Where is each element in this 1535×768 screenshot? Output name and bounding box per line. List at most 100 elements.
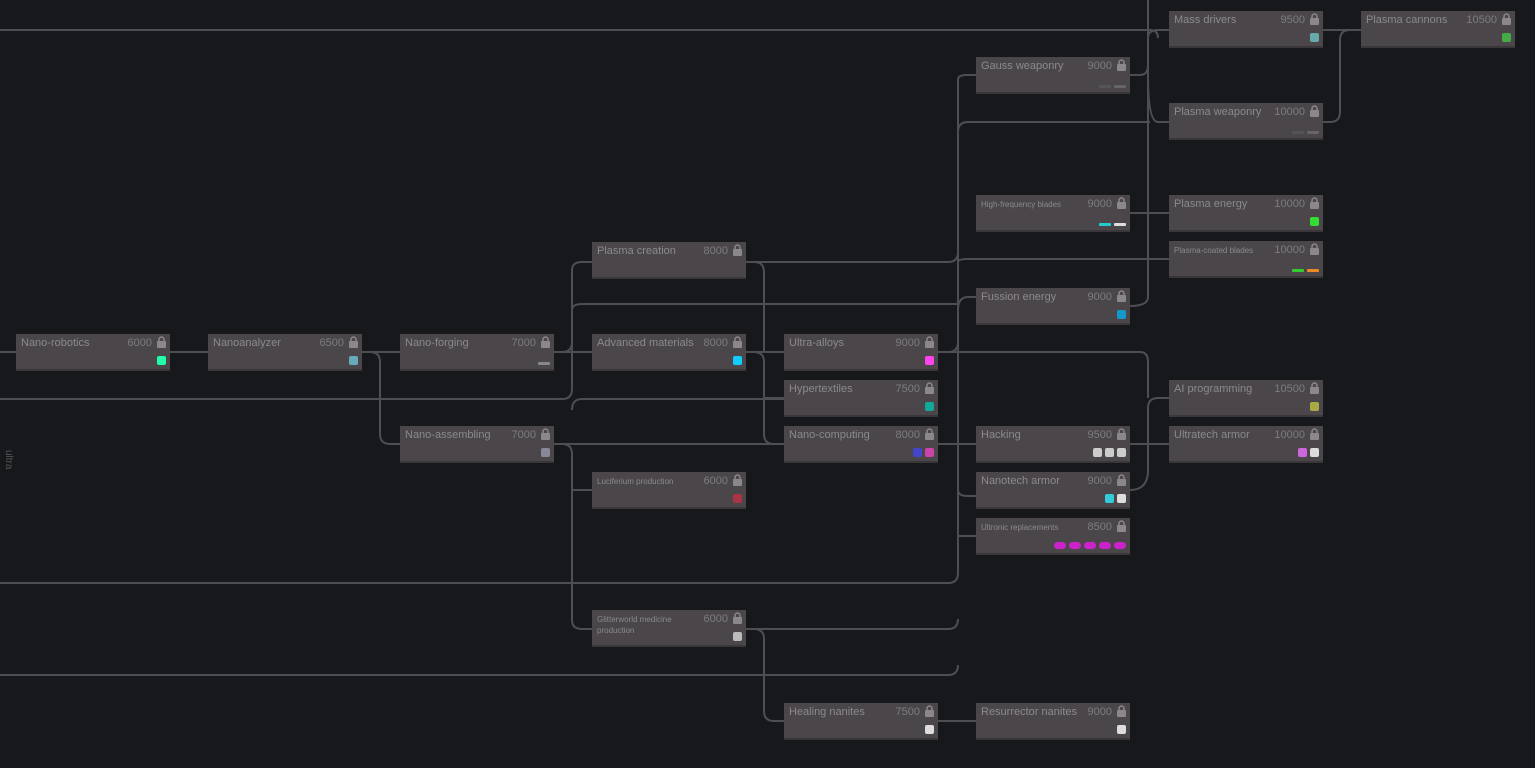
- unlock-icons: [538, 362, 550, 365]
- unlock-icons: [541, 448, 550, 457]
- research-node-luciferium-production[interactable]: Luciferium production 6000: [592, 472, 746, 509]
- unlock-item-icon: [1502, 33, 1511, 42]
- unlock-item-icon: [1105, 448, 1114, 457]
- node-label: High-frequency blades: [981, 200, 1062, 209]
- node-label: Advanced materials: [597, 337, 694, 349]
- lock-icon: [1117, 59, 1126, 71]
- node-label: Luciferium production: [597, 477, 674, 486]
- node-cost: 10000: [1274, 429, 1305, 441]
- lock-icon: [925, 705, 934, 717]
- node-label: Nano-robotics: [21, 337, 90, 349]
- unlock-item-icon: [1099, 85, 1111, 88]
- lock-icon: [925, 336, 934, 348]
- research-node-ai-programming[interactable]: AI programming 10500: [1169, 380, 1323, 417]
- node-label: Resurrector nanites: [981, 706, 1077, 718]
- research-node-high-frequency-blades[interactable]: High-frequency blades 9000: [976, 195, 1130, 232]
- lock-icon: [1117, 474, 1126, 486]
- node-label: Ultratech armor: [1174, 429, 1250, 441]
- lock-icon: [1310, 428, 1319, 440]
- lock-icon: [1117, 290, 1126, 302]
- unlock-icons: [1054, 542, 1126, 549]
- node-cost: 7000: [511, 429, 536, 441]
- unlock-icons: [1292, 131, 1319, 134]
- research-node-mass-drivers[interactable]: Mass drivers 9500: [1169, 11, 1323, 48]
- node-cost: 6000: [703, 613, 728, 625]
- node-cost: 9500: [1280, 14, 1305, 26]
- node-cost: 9000: [895, 337, 920, 349]
- research-node-hypertextiles[interactable]: Hypertextiles 7500: [784, 380, 938, 417]
- research-node-nanoanalyzer[interactable]: Nanoanalyzer 6500: [208, 334, 362, 371]
- node-cost: 9000: [1087, 291, 1112, 303]
- research-node-resurrector-nanites[interactable]: Resurrector nanites 9000: [976, 703, 1130, 740]
- unlock-icons: [1117, 310, 1126, 319]
- unlock-icons: [157, 356, 166, 365]
- research-node-gauss-weaponry[interactable]: Gauss weaponry 9000: [976, 57, 1130, 94]
- node-label: Plasma-coated blades: [1174, 246, 1254, 255]
- research-node-ultronic-replacements[interactable]: Ultronic replacements 8500: [976, 518, 1130, 555]
- unlock-item-icon: [541, 448, 550, 457]
- unlock-item-icon: [157, 356, 166, 365]
- unlock-icons: [925, 402, 934, 411]
- unlock-item-icon: [1310, 217, 1319, 226]
- node-cost: 6000: [703, 475, 728, 487]
- research-node-hacking[interactable]: Hacking 9500: [976, 426, 1130, 463]
- unlock-item-icon: [1054, 542, 1066, 549]
- lock-icon: [733, 244, 742, 256]
- research-node-nanotech-armor[interactable]: Nanotech armor 9000: [976, 472, 1130, 509]
- node-cost: 9000: [1087, 706, 1112, 718]
- node-cost: 10000: [1274, 244, 1305, 256]
- unlock-item-icon: [925, 725, 934, 734]
- research-node-ultratech-armor[interactable]: Ultratech armor 10000: [1169, 426, 1323, 463]
- research-node-plasma-coated-blades[interactable]: Plasma-coated blades 10000: [1169, 241, 1323, 278]
- research-node-advanced-materials[interactable]: Advanced materials 8000: [592, 334, 746, 371]
- research-node-nano-assembling[interactable]: Nano-assembling 7000: [400, 426, 554, 463]
- node-cost: 8500: [1087, 521, 1112, 533]
- unlock-icons: [1099, 85, 1126, 88]
- unlock-item-icon: [913, 448, 922, 457]
- unlock-item-icon: [1292, 269, 1304, 272]
- research-node-nano-computing[interactable]: Nano-computing 8000: [784, 426, 938, 463]
- node-label: Nano-computing: [789, 429, 870, 441]
- research-node-nano-robotics[interactable]: Nano-robotics 6000: [16, 334, 170, 371]
- unlock-item-icon: [1099, 542, 1111, 549]
- unlock-item-icon: [1069, 542, 1081, 549]
- unlock-item-icon: [1292, 131, 1304, 134]
- node-cost: 9000: [1087, 60, 1112, 72]
- research-node-plasma-energy[interactable]: Plasma energy 10000: [1169, 195, 1323, 232]
- research-node-glitterworld-medicine[interactable]: Glitterworld medicine production 6000: [592, 610, 746, 647]
- research-node-healing-nanites[interactable]: Healing nanites 7500: [784, 703, 938, 740]
- research-node-plasma-cannons[interactable]: Plasma cannons 10500: [1361, 11, 1515, 48]
- research-node-nano-forging[interactable]: Nano-forging 7000: [400, 334, 554, 371]
- research-node-fussion-energy[interactable]: Fussion energy 9000: [976, 288, 1130, 325]
- lock-icon: [1310, 243, 1319, 255]
- node-cost: 8000: [895, 429, 920, 441]
- lock-icon: [925, 428, 934, 440]
- unlock-icons: [1117, 725, 1126, 734]
- lock-icon: [1310, 13, 1319, 25]
- lock-icon: [541, 336, 550, 348]
- lock-icon: [733, 612, 742, 624]
- node-label: Plasma energy: [1174, 198, 1248, 210]
- node-label: Mass drivers: [1174, 14, 1237, 26]
- unlock-item-icon: [925, 356, 934, 365]
- research-node-plasma-creation[interactable]: Plasma creation 8000: [592, 242, 746, 279]
- research-node-plasma-weaponry[interactable]: Plasma weaponry 10000: [1169, 103, 1323, 140]
- lock-icon: [733, 474, 742, 486]
- node-label: Hacking: [981, 429, 1021, 441]
- lock-icon: [1310, 105, 1319, 117]
- node-cost: 10000: [1274, 198, 1305, 210]
- unlock-item-icon: [733, 632, 742, 641]
- unlock-item-icon: [1114, 223, 1126, 226]
- node-cost: 6000: [127, 337, 152, 349]
- research-node-ultra-alloys[interactable]: Ultra-alloys 9000: [784, 334, 938, 371]
- unlock-item-icon: [1105, 494, 1114, 503]
- lock-icon: [733, 336, 742, 348]
- unlock-item-icon: [925, 402, 934, 411]
- lock-icon: [1117, 520, 1126, 532]
- unlock-item-icon: [538, 362, 550, 365]
- tab-label[interactable]: ultra: [3, 450, 14, 470]
- node-label: Fussion energy: [981, 291, 1057, 303]
- unlock-item-icon: [1307, 131, 1319, 134]
- node-label: Ultra-alloys: [789, 337, 845, 349]
